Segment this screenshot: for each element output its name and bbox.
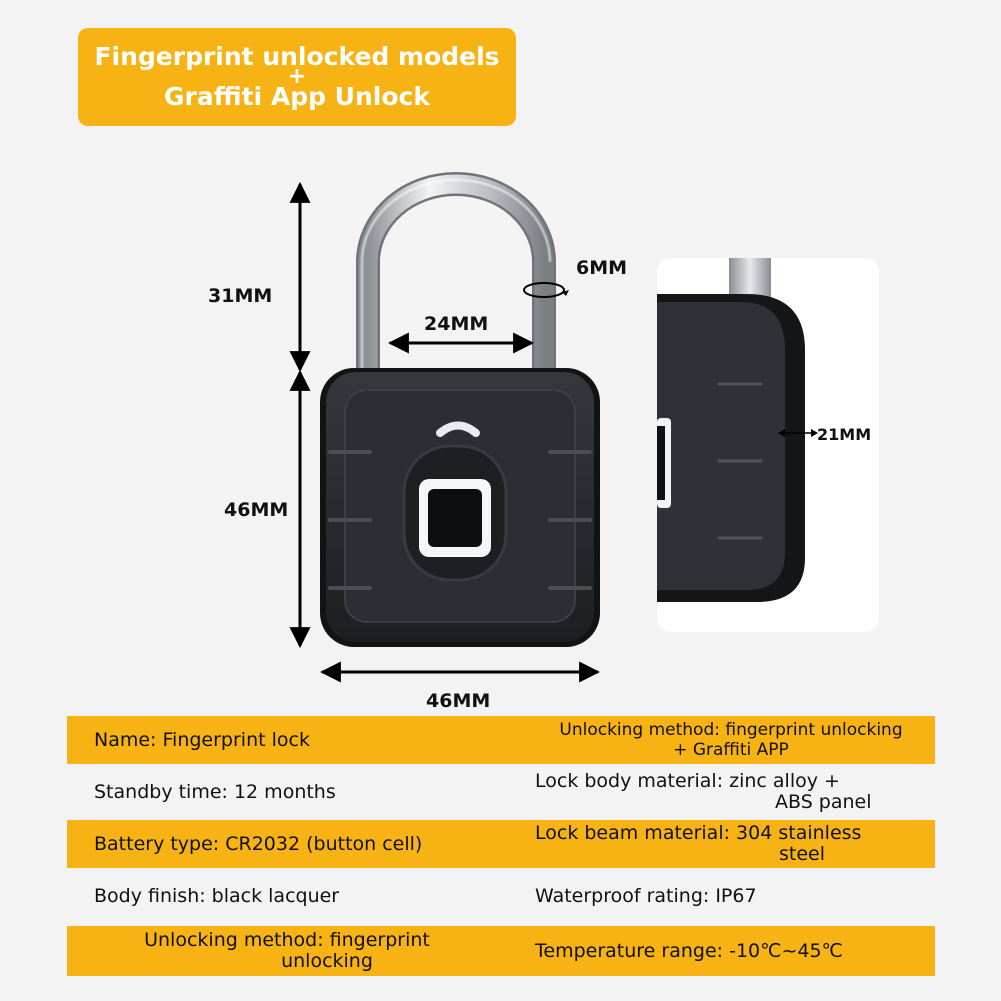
- dimension-arrows: [289, 181, 601, 683]
- thickness-arrow: [778, 429, 818, 437]
- spec-row: Battery type: CR2032 (button cell) Lock …: [67, 820, 935, 868]
- body-width-label: 46MM: [426, 690, 491, 712]
- spec-left: Name: Fingerprint lock: [94, 728, 310, 751]
- spec-right: Temperature range: -10℃~45℃: [535, 939, 843, 962]
- shackle-width-label: 24MM: [424, 313, 489, 335]
- spec-left: Unlocking method: fingerprint unlocking: [144, 929, 430, 972]
- lock-dimension-drawing: [289, 172, 601, 683]
- spec-row: Name: Fingerprint lock Unlocking method:…: [67, 716, 935, 764]
- shackle-height-label: 31MM: [208, 285, 273, 307]
- spec-row: Standby time: 12 months Lock body materi…: [67, 768, 935, 816]
- spec-row: Unlocking method: fingerprint unlocking …: [67, 926, 935, 976]
- diameter-marker: [523, 282, 569, 298]
- spec-left: Body finish: black lacquer: [94, 884, 340, 907]
- fingerprint-sensor: [428, 489, 482, 547]
- spec-right: Lock body material: zinc alloy + ABS pan…: [535, 770, 872, 813]
- banner-line-1: Fingerprint unlocked models: [94, 42, 500, 71]
- thickness-label: 21MM: [817, 425, 872, 444]
- spec-right: Waterproof rating: IP67: [535, 884, 757, 907]
- indicator-light: [436, 421, 480, 437]
- body-grooves: [328, 450, 592, 590]
- shackle: [356, 172, 556, 392]
- side-view-drawing: [657, 258, 805, 602]
- lock-body: [320, 368, 600, 647]
- spec-left: Standby time: 12 months: [94, 780, 336, 803]
- shackle-diameter-label: 6MM: [576, 257, 628, 279]
- spec-right: Unlocking method: fingerprint unlocking …: [559, 720, 903, 760]
- side-view-card: [657, 258, 879, 632]
- spec-left: Battery type: CR2032 (button cell): [94, 832, 423, 855]
- spec-row: Body finish: black lacquer Waterproof ra…: [67, 872, 935, 920]
- title-banner: Fingerprint unlocked models + Graffiti A…: [78, 28, 516, 126]
- body-height-label: 46MM: [224, 499, 289, 521]
- spec-right: Lock beam material: 304 stainless steel: [535, 822, 862, 865]
- banner-line-2: Graffiti App Unlock: [164, 82, 430, 111]
